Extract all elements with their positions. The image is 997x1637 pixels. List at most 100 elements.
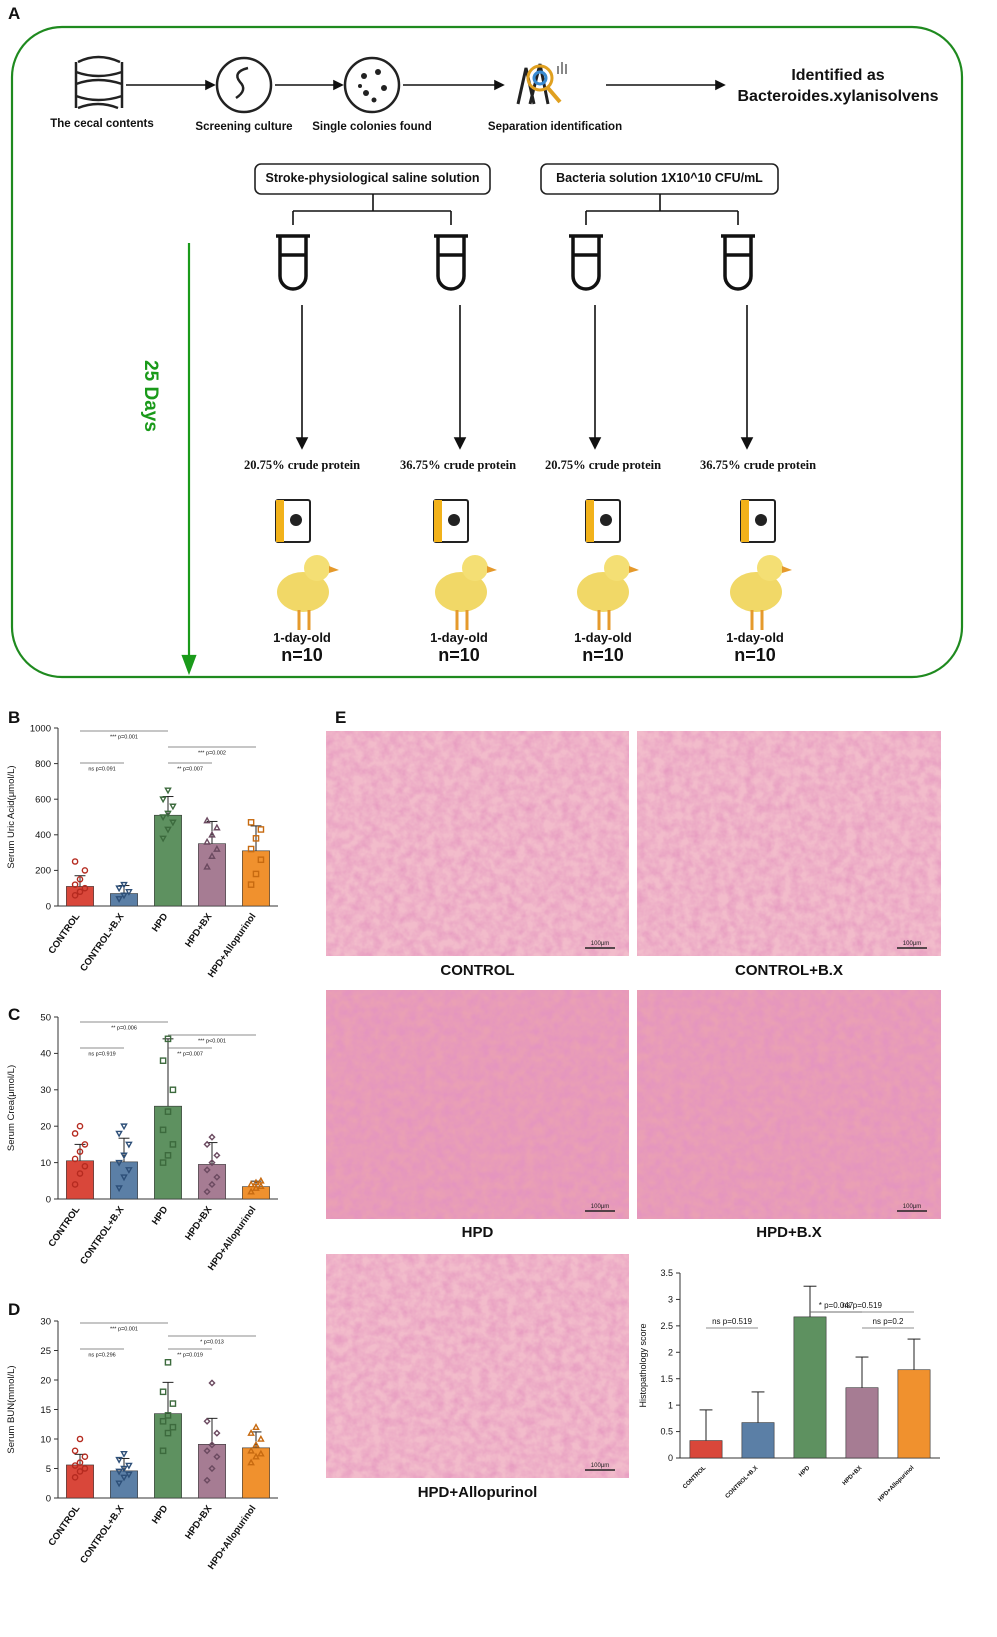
data-point (71, 1447, 79, 1455)
data-point (159, 1388, 167, 1396)
histology-label-hpd-bx: HPD+B.X (756, 1224, 822, 1241)
down-arrows (295, 305, 754, 450)
bar (110, 893, 138, 907)
group-age-1: 1-day-old (273, 630, 331, 645)
tissue-texture: 100μm (637, 990, 941, 1219)
step-label-1: The cecal contents (50, 118, 154, 130)
data-point (81, 1453, 89, 1460)
data-point (164, 1152, 172, 1159)
y-tick-label: 1.5 (660, 1374, 673, 1384)
bar (689, 1440, 723, 1459)
data-point (115, 1130, 123, 1138)
category-label: HPD (798, 1465, 812, 1479)
bar (242, 1447, 270, 1499)
data-point (120, 892, 128, 900)
intestine-icon (74, 55, 124, 110)
data-point (213, 1453, 221, 1461)
group-age-2: 1-day-old (430, 630, 488, 645)
bar (845, 1387, 879, 1459)
group-protein-4: 36.75% crude protein (699, 458, 817, 472)
panel-letter-d: D (8, 1300, 21, 1319)
significance-label: ns p=0.919 (88, 1052, 115, 1058)
test-tube-icons (276, 234, 755, 291)
tissue-texture: 100μm (326, 731, 629, 956)
significance-label: *** p=0.001 (110, 735, 138, 741)
tissue-noise (326, 731, 629, 956)
scale-bar-label: 100μm (591, 941, 609, 947)
scale-bar-label: 100μm (903, 1204, 921, 1210)
data-point (125, 1462, 133, 1470)
data-point (208, 1464, 216, 1473)
y-tick-label: 400 (35, 830, 51, 841)
data-point (120, 1152, 128, 1160)
data-point (71, 881, 79, 888)
y-axis-label: Histopathology score (638, 1323, 648, 1407)
category-label: CONTROL (47, 1503, 83, 1548)
data-point (247, 845, 255, 853)
y-axis-label: Serum BUN(mmol/L) (6, 1365, 17, 1453)
data-point (71, 892, 79, 899)
bacteria-box-label: Bacteria solution 1X10^10 CFU/mL (556, 171, 763, 185)
group-n-3: n=10 (582, 645, 624, 665)
data-point (213, 1429, 221, 1437)
step-label-2: Screening culture (195, 121, 293, 133)
data-point (203, 1476, 211, 1484)
group-protein-2: 36.75% crude protein (399, 458, 517, 472)
workflow-arrows (126, 79, 726, 91)
data-point (247, 881, 255, 888)
data-point (164, 1035, 172, 1043)
category-label: CONTROL+B.X (725, 1465, 760, 1500)
data-point (115, 1159, 123, 1167)
data-point (159, 1159, 167, 1166)
tissue-noise (637, 990, 941, 1219)
data-point (252, 1423, 260, 1430)
tissue-noise (637, 731, 941, 956)
data-point (159, 1057, 167, 1064)
data-point (169, 803, 177, 811)
data-point (169, 1423, 177, 1431)
data-point (164, 1412, 172, 1419)
workflow-frame (10, 25, 964, 679)
y-tick-label: 25 (40, 1346, 51, 1357)
tree-lines (292, 194, 739, 225)
data-point (71, 1462, 79, 1469)
data-point (208, 1180, 216, 1189)
y-tick-label: 5 (46, 1464, 51, 1475)
gosling-icons (277, 555, 792, 630)
significance-label: ** p=0.007 (177, 767, 203, 773)
data-point (115, 896, 123, 903)
data-point (120, 1474, 128, 1482)
histology-label-control-bx: CONTROL+B.X (735, 962, 843, 979)
group-age-3: 1-day-old (574, 630, 632, 645)
data-point (203, 1140, 211, 1148)
data-point (213, 823, 221, 831)
data-point (159, 1417, 167, 1425)
data-point (71, 1130, 79, 1137)
significance-label: * p=0.047 (819, 1301, 854, 1310)
group-protein-1: 20.75% crude protein (243, 458, 361, 472)
data-point (71, 1474, 79, 1481)
y-tick-label: 20 (40, 1122, 51, 1133)
bar (198, 1164, 226, 1200)
y-tick-label: 200 (35, 866, 51, 877)
group-n-2: n=10 (438, 645, 480, 665)
data-point (213, 844, 221, 852)
data-point (247, 819, 255, 826)
data-point (208, 1133, 216, 1141)
data-point (169, 819, 177, 827)
data-point (125, 1167, 133, 1174)
bar (242, 850, 270, 907)
data-point (164, 826, 172, 834)
data-point (203, 1417, 211, 1425)
panel-letter-c: C (8, 1005, 21, 1024)
data-point (208, 1441, 216, 1449)
category-label: HPD+BX (183, 1204, 215, 1243)
data-point (247, 1429, 255, 1436)
category-label: HPD+BX (183, 1503, 215, 1542)
histology-label-hpd: HPD (461, 1224, 494, 1241)
y-tick-label: 50 (40, 1012, 51, 1023)
data-point (208, 1159, 216, 1167)
histology-image-hpd-bx: 100μm (637, 990, 941, 1219)
